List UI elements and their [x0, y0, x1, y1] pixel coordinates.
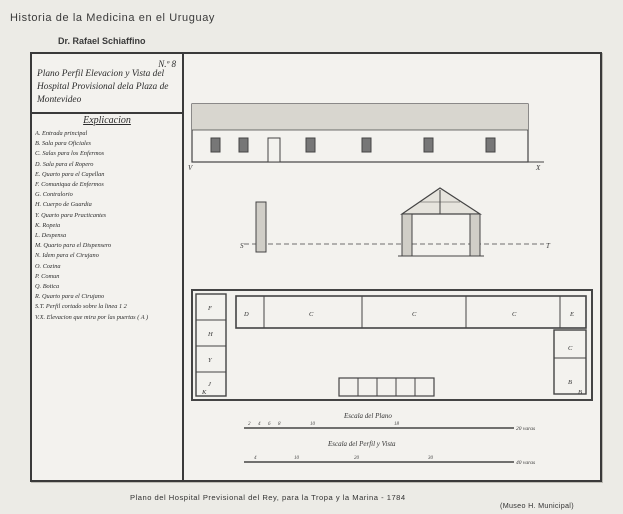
room-label: B [568, 379, 572, 386]
figure-caption: Plano del Hospital Previsional del Rey, … [130, 493, 406, 502]
figure-credit: (Museo H. Municipal) [500, 501, 574, 510]
legend-item: D. Sala para el Ropero [35, 160, 94, 168]
legend-item: L. Despensa [35, 232, 67, 240]
scale-plan-tick: 4 [258, 422, 261, 427]
scale-plan-label: Escala del Plano [343, 412, 392, 420]
room-label: Y [208, 357, 213, 364]
legend-item: P. Comun [35, 272, 60, 280]
label-v: V [188, 164, 193, 172]
plan-title-line: Hospital Provisional dela Plaza de [37, 82, 169, 92]
legend-item: F. Comuniqua de Enfermos [35, 181, 104, 189]
legend-item: S.T. Perfil cortado sobre la linea 1 2 [35, 303, 127, 311]
room-label: J [208, 381, 212, 388]
scale-profile-tick: 30 [428, 456, 434, 461]
legend-item: H. Cuerpo de Guardia [35, 201, 92, 209]
room-label: E [569, 311, 574, 318]
scale-plan-tick: 6 [268, 422, 271, 427]
scale-profile-tick: 20 [354, 456, 360, 461]
label-s: S [240, 242, 244, 250]
section-view [244, 187, 544, 257]
legend-item: K. Ropeia [35, 221, 61, 229]
scale-plan-tick: 18 [394, 422, 400, 427]
legend-item: E. Quarto para el Capellan [35, 170, 105, 178]
room-label: F [207, 305, 213, 312]
scale-profile-tick: 4 [254, 456, 257, 461]
plan-title-line: Plano Perfil Elevacion y Vista del [37, 69, 165, 79]
plan-title-box: N.º 8 Plano Perfil Elevacion y Vista del… [32, 54, 182, 114]
scale-plan-tick: 10 [310, 422, 316, 427]
ground-plan [191, 289, 593, 401]
legend-panel: N.º 8 Plano Perfil Elevacion y Vista del… [32, 54, 184, 480]
plan-title-line: Montevideo [37, 95, 82, 105]
room-label: C [412, 311, 417, 318]
scale-profile-end: 40 varas [516, 459, 535, 466]
room-label: C [568, 345, 573, 352]
scale-profile-tick: 10 [294, 456, 300, 461]
label-t: T [546, 242, 551, 250]
legend-item: Y. Quarto para Practicantes [35, 211, 107, 219]
legend-item: R. Quarto para el Cirujano [35, 293, 105, 301]
plan-title: Plano Perfil Elevacion y Vista del Hospi… [37, 68, 179, 107]
legend-item: G. Contralorio [35, 191, 73, 199]
legend-list: A. Entrada principal B. Sala para Oficia… [35, 129, 181, 323]
author-name: Dr. Rafael Schiaffino [58, 36, 146, 46]
legend-item: V.X. Elevacion que mira por las puertas … [35, 313, 149, 321]
legend-item: A. Entrada principal [35, 130, 88, 137]
legend-item: C. Salas para los Enfermos [35, 150, 105, 158]
scale-plan-tick: 8 [278, 422, 281, 427]
room-label: K [201, 389, 207, 396]
elevation-view [191, 103, 544, 163]
room-label: B [578, 389, 582, 396]
legend-item: B. Sala para Oficiales [35, 140, 91, 148]
legend-item: M. Quarto para el Dispensero [35, 242, 112, 250]
architectural-drawing: V X S T [188, 103, 593, 466]
legend-item: O. Cozina [35, 262, 61, 270]
legend-title: Explicacion [83, 115, 131, 126]
legend-item: N. Idem para el Cirujano [35, 252, 99, 260]
room-label: C [512, 311, 517, 318]
label-x: X [535, 164, 541, 172]
scale-plan-tick: 2 [248, 422, 251, 427]
plan-plate: N.º 8 Plano Perfil Elevacion y Vista del… [30, 52, 602, 482]
room-label: D [243, 311, 249, 318]
room-label: H [207, 331, 213, 338]
plan-number: N.º 8 [158, 59, 176, 69]
scale-profile-label: Escala del Perfil y Vista [327, 440, 396, 448]
legend-item: Q. Botica [35, 283, 60, 291]
room-label: C [309, 311, 314, 318]
book-title: Historia de la Medicina en el Uruguay [10, 12, 216, 24]
scale-plan-end: 20 varas [516, 426, 535, 432]
